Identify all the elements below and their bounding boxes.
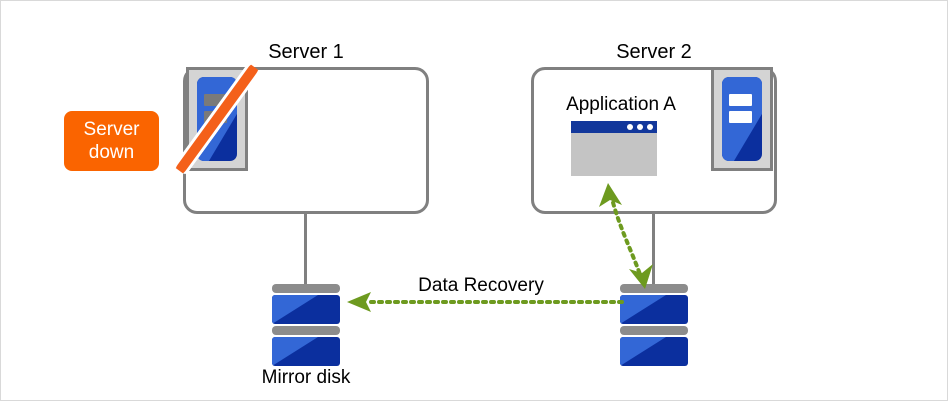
application-window-icon (571, 121, 657, 176)
server-down-line1: Server (83, 119, 140, 140)
disk-band-top (272, 284, 340, 293)
window-titlebar (571, 121, 657, 133)
disk-platter-1 (272, 295, 340, 324)
data-recovery-label: Data Recovery (418, 275, 544, 296)
server-down-line2: down (88, 142, 135, 163)
server-2-disk-connector (652, 214, 655, 289)
server-1-disk-connector (304, 214, 307, 289)
application-a-label: Application A (566, 94, 676, 115)
disk-platter-2 (272, 337, 340, 366)
mirror-disk-label: Mirror disk (261, 367, 351, 388)
server-1-title: Server 1 (268, 41, 344, 63)
disk-stack-icon-server2 (620, 284, 688, 368)
disk-stack-icon-mirror (272, 284, 340, 368)
app-disk-io-arrow (599, 183, 653, 289)
rack-bar-top (204, 93, 228, 106)
window-dot-3 (647, 124, 653, 130)
server-rack-disabled-icon (172, 62, 262, 176)
server-rack-icon (711, 67, 773, 171)
rack-bar-top (729, 93, 753, 106)
server-down-badge: Server down (64, 111, 159, 171)
disk-platter-1 (620, 295, 688, 324)
data-recovery-arrow (347, 292, 624, 312)
server-2-title: Server 2 (616, 41, 692, 63)
disk-band-middle (272, 326, 340, 335)
rack-body (722, 77, 762, 161)
disk-band-top (620, 284, 688, 293)
disk-platter-2 (620, 337, 688, 366)
window-dot-1 (627, 124, 633, 130)
rack-bar-bottom (729, 111, 753, 124)
window-dot-2 (637, 124, 643, 130)
disk-band-middle (620, 326, 688, 335)
